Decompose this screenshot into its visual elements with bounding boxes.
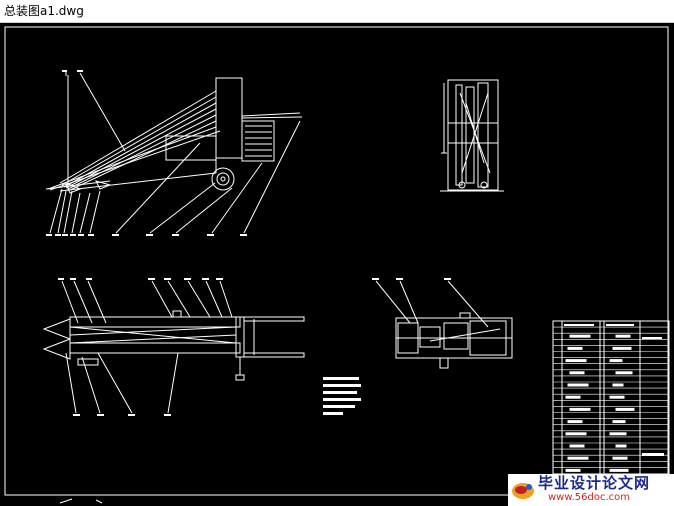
window-title: 总装图a1.dwg: [4, 4, 84, 18]
table-cell-text: [612, 346, 632, 350]
parts-list-rows: [553, 326, 669, 497]
table-cell-text: [615, 444, 627, 448]
cad-drawing-canvas[interactable]: [0, 23, 674, 506]
watermark-banner: 毕业设计论文网 www.56doc.com: [508, 474, 674, 506]
table-cell-text: [569, 407, 591, 411]
table-cell-text: [569, 334, 591, 338]
table-cell-text: [567, 456, 589, 460]
table-cell-text: [609, 395, 625, 399]
table-cell-text: [612, 420, 626, 424]
table-cell-text: [609, 432, 627, 436]
table-cell-text: [609, 359, 623, 363]
table-cell-text: [565, 432, 587, 436]
table-cell-text: [565, 359, 587, 363]
end-view: [440, 79, 504, 192]
table-cell-text: [612, 383, 624, 387]
cad-drawing: [4, 26, 670, 504]
drawing-frame: [4, 26, 669, 496]
table-cell-text: [615, 334, 631, 338]
table-cell-text: [609, 468, 629, 472]
table-cell-text: [567, 383, 589, 387]
side-view: [45, 72, 303, 234]
table-cell-text: [612, 456, 628, 460]
watermark-logo-icon: [512, 483, 534, 499]
table-cell-text: [569, 371, 585, 375]
section-view: [375, 280, 513, 369]
watermark-text: 毕业设计论文网: [538, 474, 651, 492]
table-cell-text: [615, 371, 633, 375]
origin-marker: [59, 498, 73, 504]
title-bar: 总装图a1.dwg: [0, 0, 674, 23]
table-cell-text: [565, 468, 581, 472]
notes-block: [323, 377, 361, 415]
plan-view: [42, 280, 305, 414]
watermark-url: www.56doc.com: [548, 492, 631, 503]
table-cell-text: [565, 395, 581, 399]
table-cell-text: [615, 407, 635, 411]
table-cell-text: [567, 420, 583, 424]
parts-list-table: [552, 320, 670, 496]
table-cell-text: [569, 444, 585, 448]
table-cell-text: [567, 346, 583, 350]
